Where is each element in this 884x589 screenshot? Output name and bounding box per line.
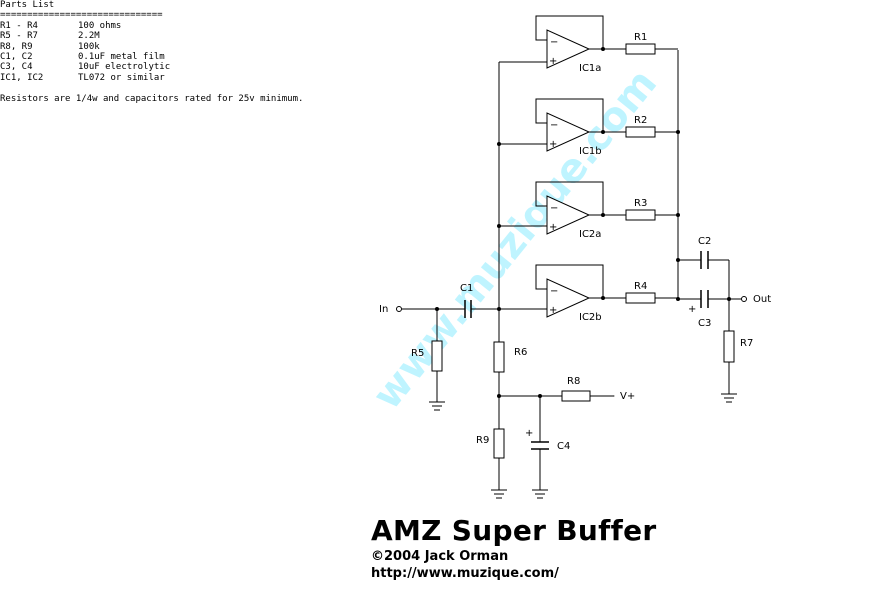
opamp-symbol (546, 278, 591, 318)
credits: AMZ Super Buffer ©2004 Jack Orman http:/… (371, 514, 657, 582)
opamp-label: IC2b (579, 312, 602, 323)
part-value: TL072 or similar (78, 72, 165, 83)
resistor-symbol (625, 209, 656, 221)
r7-label: R7 (740, 338, 753, 349)
output-label: Out (753, 294, 771, 305)
parts-list-heading: Parts List (0, 0, 55, 10)
copyright: ©2004 Jack Orman (371, 549, 509, 564)
input-label: In (379, 304, 388, 315)
r6-label: R6 (514, 347, 527, 358)
parts-list-note: Resistors are 1/4w and capacitors rated … (0, 93, 304, 104)
part-ref: R5 - R7 (0, 31, 38, 42)
noninverting-sign: + (549, 56, 557, 67)
c3-label: C3 (698, 318, 711, 329)
c4-label: C4 (557, 441, 570, 452)
resistor-label: R4 (634, 281, 647, 292)
watermark: www.muzique.com (364, 61, 666, 419)
inverting-sign: − (550, 203, 558, 214)
resistor-symbol (625, 43, 656, 55)
parts-list-rule: ============================== (0, 10, 163, 21)
part-ref: C3, C4 (0, 62, 33, 73)
part-value: 100 ohms (78, 20, 122, 31)
resistor-label: R3 (634, 198, 647, 209)
supply-label: V+ (620, 391, 635, 402)
part-ref: IC1, IC2 (0, 72, 44, 83)
part-ref: R8, R9 (0, 41, 33, 52)
part-value: 0.1uF metal film (78, 52, 165, 63)
output-terminal (741, 296, 747, 302)
resistor-symbol (625, 126, 656, 138)
part-value: 2.2M (78, 31, 100, 42)
resistor-label: R1 (634, 32, 647, 43)
noninverting-sign: + (549, 139, 557, 150)
title: AMZ Super Buffer (371, 514, 657, 547)
resistor-symbol (625, 292, 656, 304)
c2-label: C2 (698, 236, 711, 247)
opamp-symbol (546, 112, 591, 152)
part-ref: C1, C2 (0, 52, 33, 63)
inverting-sign: − (550, 120, 558, 131)
c3-polarity: + (688, 304, 696, 315)
opamp-symbol (546, 29, 591, 69)
inverting-sign: − (550, 37, 558, 48)
resistor-label: R2 (634, 115, 647, 126)
opamp-label: IC2a (579, 229, 601, 240)
website-link[interactable]: http://www.muzique.com/ (371, 566, 559, 581)
part-value: 100k (78, 41, 100, 52)
inverting-sign: − (550, 286, 558, 297)
parts-list-item: R5 - R7 2.2M (0, 31, 303, 41)
parts-list: Parts List==============================… (0, 0, 303, 104)
part-ref: R1 - R4 (0, 20, 38, 31)
parts-list-item: C1, C2 0.1uF metal film (0, 52, 303, 62)
noninverting-sign: + (549, 305, 557, 316)
parts-list-item: R8, R9 100k (0, 42, 303, 52)
parts-list-item: IC1, IC2 TL072 or similar (0, 73, 303, 83)
r8-label: R8 (567, 376, 580, 387)
opamp-symbol (546, 195, 591, 235)
part-value: 10uF electrolytic (78, 62, 171, 73)
parts-list-item: C3, C4 10uF electrolytic (0, 62, 303, 72)
r9-label: R9 (476, 435, 489, 446)
c4-polarity: + (525, 428, 533, 439)
r5-label: R5 (411, 348, 424, 359)
c1-label: C1 (460, 283, 473, 294)
parts-list-item: R1 - R4 100 ohms (0, 21, 303, 31)
input-terminal (396, 306, 402, 312)
opamp-label: IC1a (579, 63, 601, 74)
opamp-label: IC1b (579, 146, 602, 157)
noninverting-sign: + (549, 222, 557, 233)
